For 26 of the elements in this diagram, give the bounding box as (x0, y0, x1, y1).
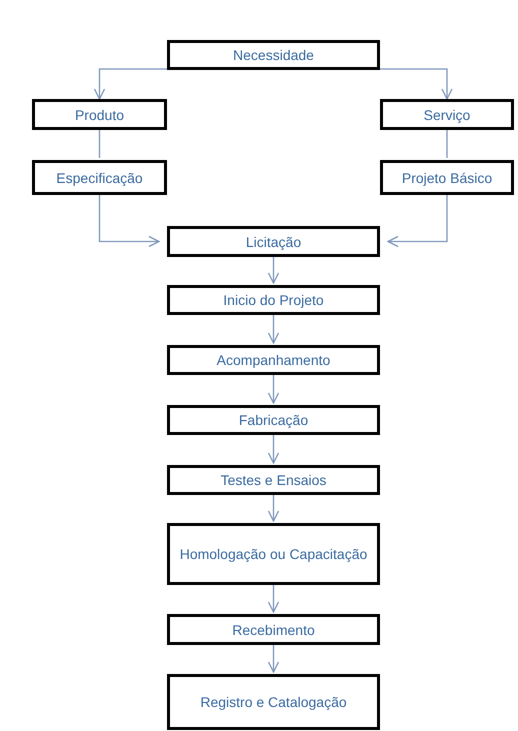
arrow (380, 68, 453, 100)
arrow (98, 195, 160, 248)
arrow (268, 257, 280, 284)
arrow (268, 495, 280, 522)
process-box: Homologação ou Capacitação (167, 523, 380, 585)
process-box: Licitação (167, 226, 380, 257)
process-box: Projeto Básico (380, 160, 514, 195)
arrow (268, 435, 280, 464)
process-box: Serviço (380, 99, 514, 130)
process-box: Testes e Ensaios (167, 465, 380, 495)
process-box: Necessidade (167, 40, 380, 70)
process-box: Recebimento (167, 614, 380, 645)
arrow (94, 68, 167, 100)
process-box: Especificação (32, 160, 167, 195)
arrow (268, 315, 280, 344)
process-box: Acompanhamento (167, 345, 380, 375)
arrow (387, 195, 448, 248)
arrow (268, 375, 280, 404)
connector-line (98, 130, 100, 158)
process-box: Registro e Catalogação (167, 674, 380, 730)
arrow (268, 645, 280, 673)
process-box: Produto (32, 99, 167, 130)
process-box: Inicio do Projeto (167, 285, 380, 315)
arrow (268, 585, 280, 613)
connector-line (446, 130, 448, 158)
process-box: Fabricação (167, 405, 380, 435)
